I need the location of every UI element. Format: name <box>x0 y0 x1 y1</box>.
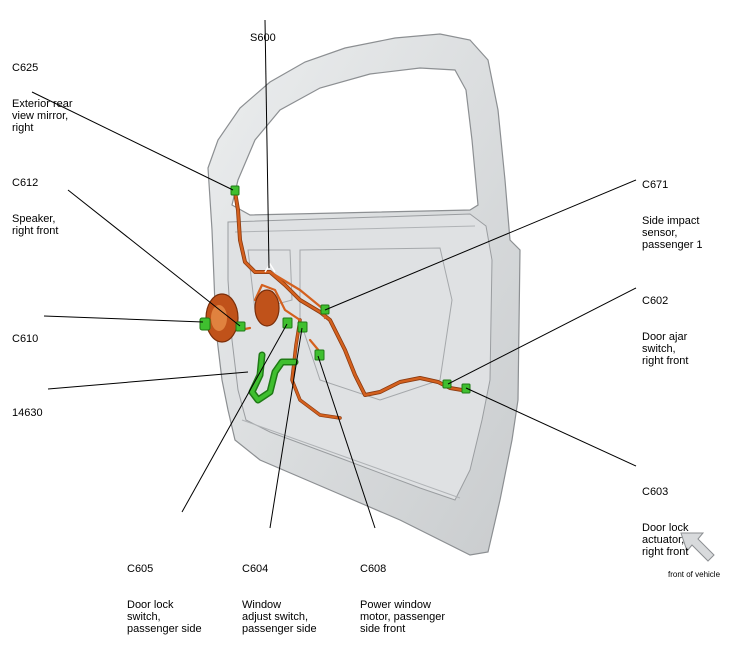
wiring-diagram: S600 C625 Exterior rear view mirror, rig… <box>12 8 721 635</box>
connector-c602 <box>442 379 452 389</box>
connector-c605 <box>282 317 293 329</box>
callout-c604: C604 Window adjust switch, passenger sid… <box>242 539 317 647</box>
connector-c610 <box>199 317 211 331</box>
connector-c625 <box>230 185 240 196</box>
callout-description: Window adjust switch, passenger side <box>242 599 317 635</box>
leader-c612 <box>67 189 241 327</box>
callout-code: 14630 <box>12 407 43 419</box>
callout-description: Door lock switch, passenger side <box>127 599 202 635</box>
callout-c625: C625 Exterior rear view mirror, right <box>12 38 73 146</box>
window-opening <box>231 67 479 216</box>
callout-description: Door ajar switch, right front <box>642 331 689 367</box>
connector-c604 <box>297 321 308 333</box>
callout-c603: C603 Door lock actuator, right front <box>642 462 688 570</box>
leader-c603 <box>465 387 637 467</box>
leader-c605 <box>181 323 288 513</box>
leader-s600 <box>264 19 270 269</box>
callout-description: Exterior rear view mirror, right <box>12 98 73 134</box>
callout-description: Power window motor, passenger side front <box>360 599 445 635</box>
callout-code: C612 <box>12 177 39 189</box>
callout-c612: C612 Speaker, right front <box>12 153 58 249</box>
panel-rib <box>234 225 476 233</box>
callout-c602: C602 Door ajar switch, right front <box>642 271 688 379</box>
panel-rib <box>241 419 461 499</box>
callout-code: S600 <box>250 32 276 44</box>
leader-c610 <box>43 315 204 323</box>
callout-14630: 14630 <box>12 383 43 431</box>
front-of-vehicle-label: front of vehicle <box>668 570 721 579</box>
callout-code: C602 <box>642 295 669 307</box>
leader-c608 <box>317 355 376 529</box>
leader-c602 <box>447 287 637 385</box>
panel-cutout <box>247 249 293 311</box>
callout-c610: C610 <box>12 309 38 357</box>
callout-description: Speaker, right front <box>12 213 59 237</box>
door-lock-cable <box>250 353 297 402</box>
connector-c608 <box>314 349 325 361</box>
splice-s600-marker <box>264 262 276 273</box>
leader-14630 <box>47 371 249 390</box>
callout-c605: C605 Door lock switch, passenger side <box>127 539 202 647</box>
leader-c625 <box>31 91 234 191</box>
leader-c604 <box>269 327 303 529</box>
callout-s600: S600 <box>250 8 276 56</box>
callout-code: C625 <box>12 62 39 74</box>
callout-c671: C671 Side impact sensor, passenger 1 <box>642 155 703 263</box>
callout-code: C608 <box>360 563 387 575</box>
door-illustration <box>31 19 715 562</box>
callout-code: C605 <box>127 563 154 575</box>
callout-c608: C608 Power window motor, passenger side … <box>360 539 445 647</box>
wiring-harness <box>223 190 464 420</box>
callout-code: C603 <box>642 486 669 498</box>
callout-description: Side impact sensor, passenger 1 <box>642 215 703 251</box>
callout-code: C604 <box>242 563 269 575</box>
callout-code: C671 <box>642 179 669 191</box>
leader-c671 <box>324 179 637 311</box>
speaker-assembly-inner <box>211 305 227 331</box>
callout-code: C610 <box>12 333 39 345</box>
window-motor-housing <box>254 289 280 327</box>
arrow-up-left-icon <box>680 532 715 562</box>
leader-lines <box>31 19 637 529</box>
callout-description: Door lock actuator, right front <box>642 522 689 558</box>
